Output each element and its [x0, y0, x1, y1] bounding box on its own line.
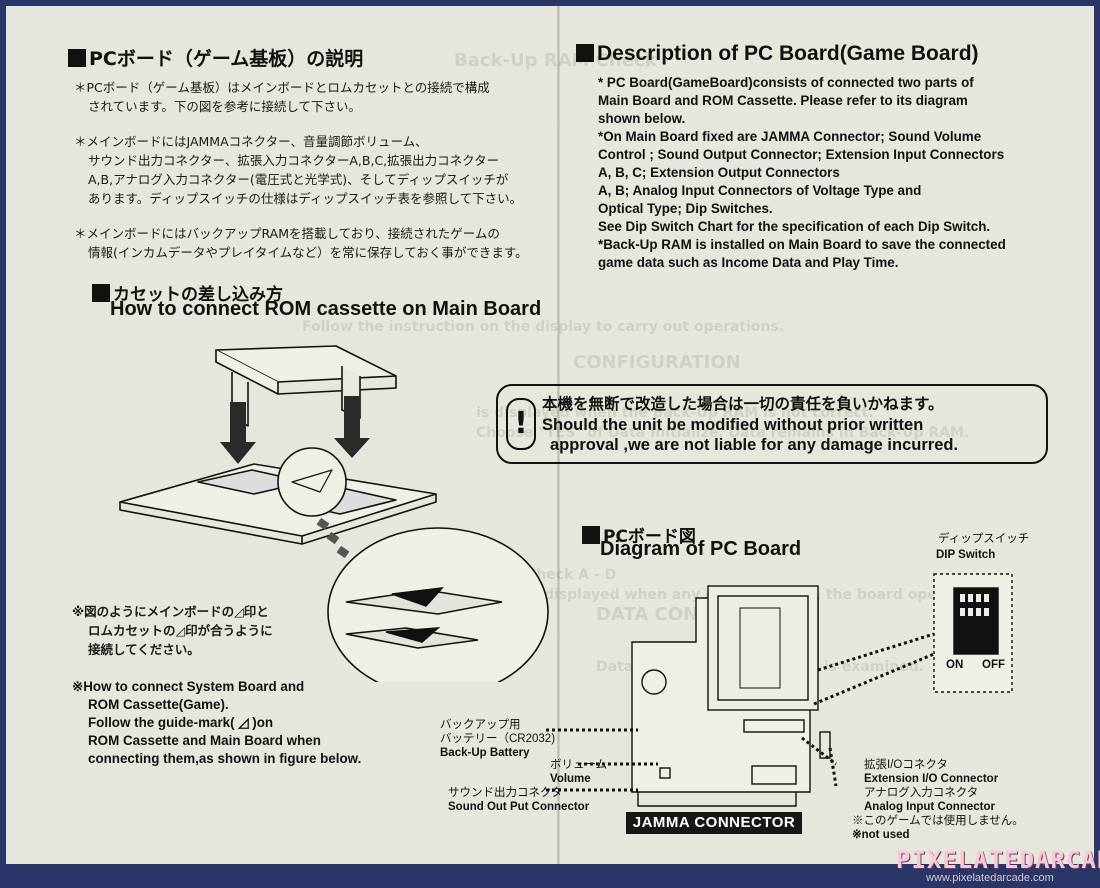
jp-line: ＊PCボード（ゲーム基板）はメインボードとロムカセットとの接続で構成 — [74, 80, 490, 95]
sound-label-en: Sound Out Put Connector — [448, 801, 590, 813]
warning-jp: 本機を無断で改造した場合は一切の責任を負いかねます。 — [542, 396, 944, 413]
ghost-text: Check A - D — [526, 567, 617, 583]
cassette-insertion-figure — [119, 345, 549, 682]
analog-label-en: Analog Input Connector — [864, 801, 995, 813]
manual-page: Back-Up RAM Check is displayed when the … — [6, 6, 1094, 864]
square-bullet-icon — [92, 284, 110, 302]
diagram-title-en: Diagram of PC Board — [600, 538, 802, 560]
ghost-text: Choose "YES" of Data Initialize. Data re… — [476, 425, 970, 441]
en-line: Control ; Sound Output Connector; Extens… — [598, 147, 1005, 162]
en-line: * PC Board(GameBoard)consists of connect… — [598, 75, 974, 90]
en-line: game data such as Income Data and Play T… — [598, 255, 899, 270]
square-bullet-icon — [68, 49, 86, 67]
en-line: *Back-Up RAM is installed on Main Board … — [598, 237, 1006, 252]
volume-label-jp: ボリューム — [550, 759, 608, 771]
cassette-title-jp: カセットの差し込み方 — [92, 280, 283, 305]
ghost-text: Back-Up RAM Check — [454, 50, 657, 71]
diagram-title-jp: PCボード図 — [582, 522, 696, 547]
en-line: *On Main Board fixed are JAMMA Connector… — [598, 129, 982, 144]
not-used-label-jp: ※このゲームでは使用しません。 — [852, 815, 1024, 827]
jp-line: ＊メインボードにはJAMMAコネクター、音量調節ボリューム、 — [74, 134, 428, 149]
en-line: A, B; Analog Input Connectors of Voltage… — [598, 183, 922, 198]
en-line: shown below. — [598, 111, 686, 126]
sound-label-jp: サウンド出力コネクタ — [448, 787, 563, 799]
warning-box: ! 本機を無断で改造した場合は一切の責任を負いかねます。 Should the … — [496, 384, 1048, 464]
jp-line: サウンド出力コネクター、拡張入力コネクターA,B,C,拡張出力コネクター — [88, 153, 500, 168]
jamma-connector-label: JAMMA CONNECTOR — [626, 812, 802, 834]
watermark-brand: PIXELATEDARCADE — [896, 846, 1100, 874]
pc-board-diagram — [546, 573, 1013, 807]
en-section-title: Description of PC Board(Game Board) — [576, 42, 979, 66]
warning-en-2: approval ,we are not liable for any dama… — [550, 436, 959, 454]
dip-off-label: OFF — [982, 659, 1005, 671]
dip-switch-label-en: DIP Switch — [936, 549, 996, 561]
cassette-note-en: connecting them,as shown in figure below… — [88, 751, 362, 766]
jp-line: A,B,アナログ入力コネクター(電圧式と光学式)、そしてディップスイッチが — [88, 172, 509, 187]
jp-line: あります。ディップスイッチの仕様はディップスイッチ表を参照して下さい。 — [88, 191, 523, 206]
cassette-note-jp: ロムカセットの◿印が合うように — [88, 623, 273, 638]
square-bullet-icon — [582, 526, 600, 544]
jp-line: ＊メインボードにはバックアップRAMを搭載しており、接続されたゲームの — [74, 226, 500, 241]
battery-label-en: Back-Up Battery — [440, 747, 530, 759]
volume-label-en: Volume — [550, 773, 591, 785]
cassette-note-en: Follow the guide-mark( ◿ )on — [88, 715, 274, 730]
jp-line: 情報(インカムデータやプレイタイムなど）を常に保存しておく事ができます。 — [88, 245, 528, 260]
cassette-note-jp: ※図のようにメインボードの◿印と — [72, 604, 269, 619]
watermark-url: www.pixelatedarcade.com — [926, 872, 1054, 884]
cassette-note-en: ROM Cassette(Game). — [88, 697, 229, 712]
jp-section-title: PCボード（ゲーム基板）の説明 — [68, 44, 363, 71]
not-used-label-en: ※not used — [852, 829, 910, 841]
square-bullet-icon — [576, 44, 594, 62]
exclamation-icon: ! — [506, 398, 536, 450]
warning-en-1: Should the unit be modified without prio… — [542, 416, 924, 434]
page-crease — [557, 6, 560, 864]
cassette-note-en: ※How to connect System Board and — [72, 679, 305, 694]
battery-label-jp: バックアップ用 — [440, 719, 521, 731]
en-line: A, B, C; Extension Output Connectors — [598, 165, 840, 180]
ext-io-label-en: Extension I/O Connector — [864, 773, 999, 785]
dip-switch-label-jp: ディップスイッチ — [938, 533, 1030, 545]
dip-on-label: ON — [946, 659, 964, 671]
ghost-text: is displayed when the Back-Up RAM is not… — [476, 405, 874, 421]
cassette-title-en: How to connect ROM cassette on Main Boar… — [110, 298, 542, 320]
en-line: See Dip Switch Chart for the specificati… — [598, 219, 991, 234]
cassette-note-en: ROM Cassette and Main Board when — [88, 733, 321, 748]
battery-label-jp-2: バッテリー（CR2032) — [440, 733, 556, 745]
cassette-note-jp: 接続してください。 — [88, 642, 200, 657]
analog-label-jp: アナログ入力コネクタ — [864, 787, 979, 799]
jp-line: されています。下の図を参考に接続して下さい。 — [88, 99, 362, 114]
ghost-text: CONFIGURATION — [573, 352, 741, 373]
ext-io-label-jp: 拡張I/Oコネクタ — [864, 759, 948, 771]
en-line: Main Board and ROM Cassette. Please refe… — [598, 93, 968, 108]
en-line: Optical Type; Dip Switches. — [598, 201, 773, 216]
ghost-text: Follow the instruction on the display to… — [302, 319, 785, 335]
